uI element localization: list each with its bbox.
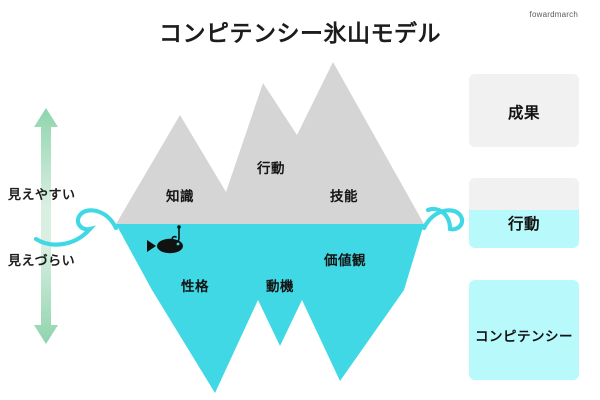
axis-label-visible: 見えやすい (8, 187, 76, 202)
page-title: コンピテンシー氷山モデル (159, 20, 441, 46)
card-behavior-bottom-half (469, 209, 579, 248)
iceberg-label-behavior: 行動 (257, 161, 285, 176)
iceberg-above-water (116, 62, 424, 224)
iceberg-label-personality: 性格 (181, 279, 209, 294)
card-behavior (469, 178, 579, 248)
waterline-curl-right (421, 206, 465, 232)
axis-label-hidden: 見えづらい (8, 253, 76, 268)
iceberg-label-values: 価値観 (324, 253, 366, 268)
card-behavior-top-half (469, 178, 579, 210)
card-competency-label: コンピテンシー (475, 329, 573, 344)
brand-logo: fowardmarch (529, 10, 578, 19)
card-results (469, 74, 579, 147)
fishing-hook-icon (171, 225, 181, 244)
card-results-label: 成果 (507, 105, 540, 122)
double-headed-vertical-arrow-icon (34, 108, 58, 344)
card-competency (469, 280, 579, 380)
iceberg-below-water (116, 224, 424, 393)
visibility-axis-arrow (33, 108, 59, 344)
iceberg-label-knowledge: 知識 (166, 189, 194, 204)
fish-icon (147, 238, 183, 254)
iceberg-label-motive: 動機 (266, 279, 294, 294)
card-behavior-label: 行動 (507, 216, 540, 233)
iceberg-label-skill: 技能 (330, 189, 358, 204)
